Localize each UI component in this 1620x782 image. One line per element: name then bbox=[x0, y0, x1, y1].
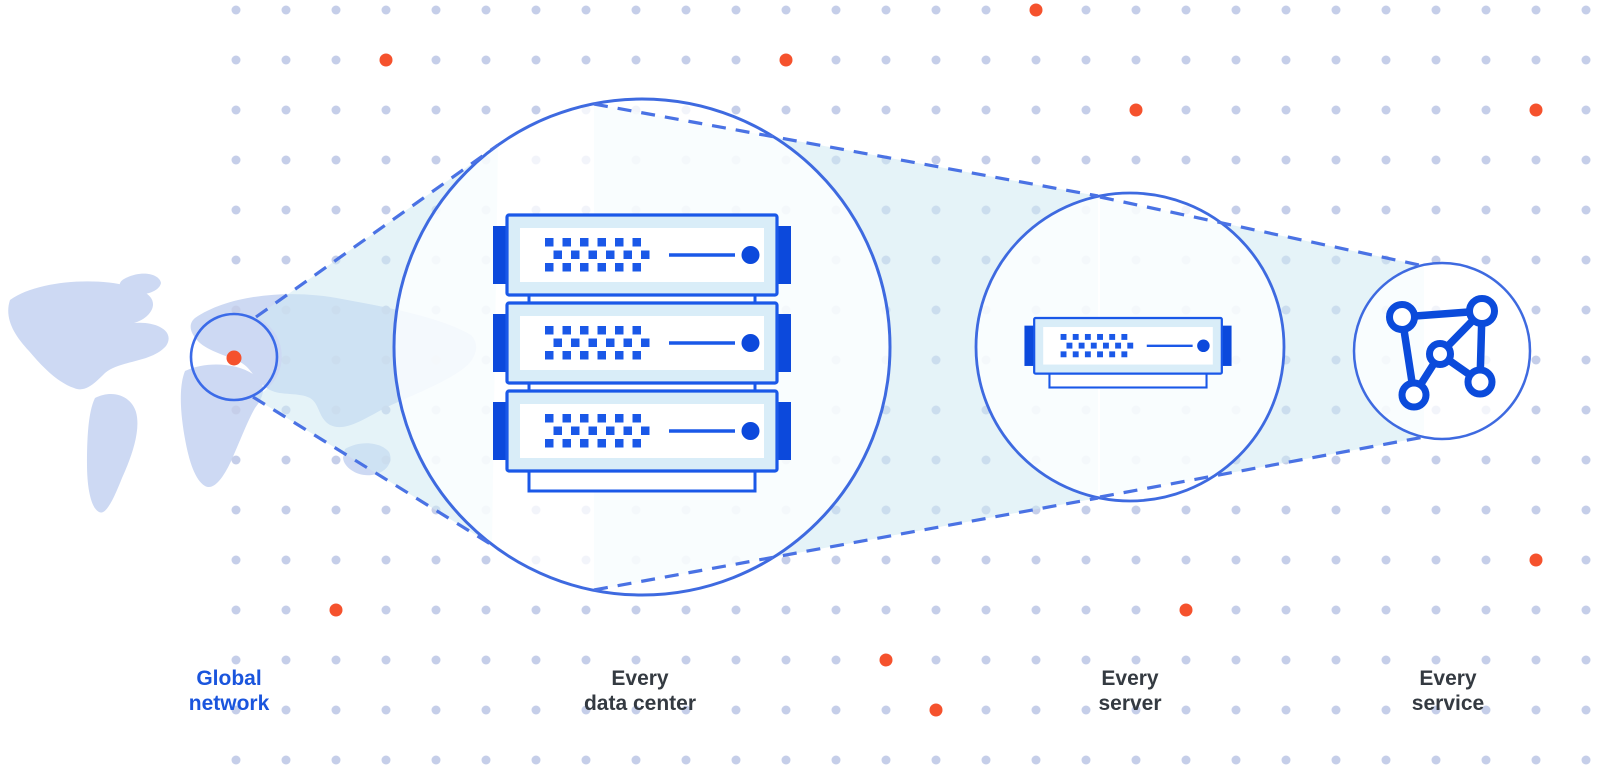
caption-line: server bbox=[1098, 692, 1162, 715]
location-marker-dot bbox=[226, 350, 242, 366]
zoom-dashed-lines bbox=[252, 102, 1425, 592]
map-greenland bbox=[119, 273, 161, 295]
dash-server-top bbox=[1099, 195, 1425, 268]
caption-line: Every bbox=[1419, 667, 1477, 690]
label-every-server: Every server bbox=[1098, 666, 1161, 716]
server-rack bbox=[493, 213, 791, 493]
single-server bbox=[1024, 316, 1232, 389]
dash-dc-bottom bbox=[593, 496, 1099, 592]
label-every-data-center: Every data center bbox=[584, 666, 696, 716]
map-south-america bbox=[87, 394, 138, 513]
caption-line: service bbox=[1411, 692, 1485, 715]
dash-server-bottom bbox=[1099, 435, 1425, 499]
caption-line: data center bbox=[583, 692, 697, 715]
mesh-node bbox=[1426, 340, 1454, 368]
network-mesh-icon bbox=[1386, 295, 1498, 411]
mesh-node bbox=[1464, 366, 1496, 398]
map-north-america bbox=[8, 281, 169, 390]
caption-line: Every bbox=[611, 667, 669, 690]
caption-line: Global bbox=[196, 667, 262, 690]
dash-dc-top bbox=[593, 102, 1099, 198]
label-global-network: Global network bbox=[189, 666, 270, 716]
dash-map-top bbox=[255, 143, 499, 319]
mesh-node bbox=[1398, 379, 1430, 411]
label-every-service: Every service bbox=[1412, 666, 1484, 716]
caption-line: network bbox=[188, 692, 270, 715]
mesh-node bbox=[1466, 295, 1498, 327]
caption-line: Every bbox=[1101, 667, 1159, 690]
map-africa bbox=[180, 364, 264, 488]
map-focus-circle bbox=[189, 312, 279, 402]
mesh-node bbox=[1386, 301, 1418, 333]
